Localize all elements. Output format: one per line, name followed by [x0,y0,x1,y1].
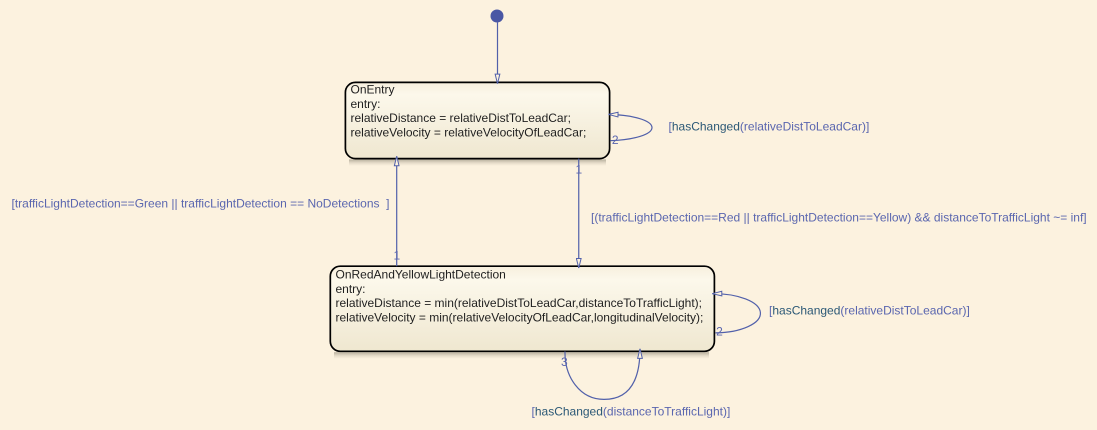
svg-text:[hasChanged(relativeDistToLead: [hasChanged(relativeDistToLeadCar)] [769,304,970,318]
svg-text:1: 1 [575,162,582,176]
svg-text:[hasChanged(relativeDistToLead: [hasChanged(relativeDistToLeadCar)] [669,120,870,134]
svg-text:[hasChanged(distanceToTrafficL: [hasChanged(distanceToTrafficLight)] [532,405,731,419]
svg-text:entry:: entry: [336,282,366,296]
svg-text:[trafficLightDetection==Green: [trafficLightDetection==Green || traffic… [12,197,390,211]
svg-text:1: 1 [394,249,401,263]
svg-text:OnEntry: OnEntry [351,83,395,97]
svg-text:3: 3 [561,355,568,369]
svg-text:relativeVelocity = relativeVel: relativeVelocity = relativeVelocityOfLea… [351,125,587,139]
svg-text:OnRedAndYellowLightDetection: OnRedAndYellowLightDetection [336,268,506,282]
svg-text:relativeDistance = min(relativ: relativeDistance = min(relativeDistToLea… [336,296,703,310]
svg-text:2: 2 [716,324,723,338]
svg-text:relativeDistance = relativeDis: relativeDistance = relativeDistToLeadCar… [351,111,571,125]
svg-text:relativeVelocity = min(relativ: relativeVelocity = min(relativeVelocityO… [336,310,704,324]
svg-text:2: 2 [612,133,619,147]
svg-text:[(trafficLightDetection==Red |: [(trafficLightDetection==Red || trafficL… [591,210,1087,224]
svg-text:entry:: entry: [351,97,381,111]
